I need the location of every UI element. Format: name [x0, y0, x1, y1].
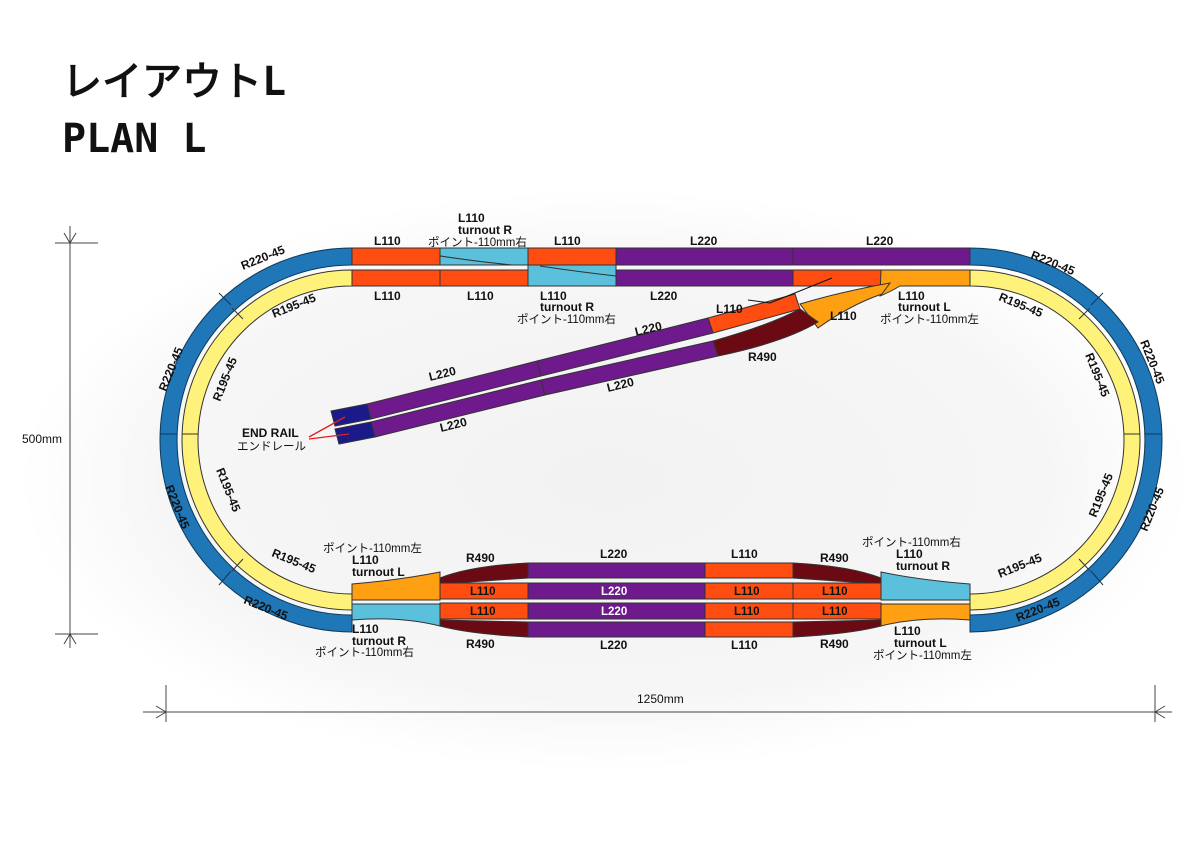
- end-rail-pointer: [308, 416, 346, 438]
- label-l220: L220: [427, 364, 457, 384]
- label-r490: R490: [820, 551, 849, 565]
- right-curve-outer-r220: [969, 247, 1163, 633]
- label-turnout-l: turnout L: [894, 636, 947, 650]
- track-labels: L110 L110 turnout R ポイント-110mm右 L110 L22…: [156, 211, 1168, 662]
- label-l110: L110: [894, 624, 921, 638]
- track-r490: [792, 619, 882, 638]
- label-end-rail-jp: エンドレール: [237, 441, 306, 453]
- label-turnout-r: turnout R: [458, 223, 512, 237]
- track-l110: [527, 247, 617, 266]
- label-r490: R490: [466, 637, 495, 651]
- label-l110: L110: [374, 289, 401, 303]
- outer-loop-r220: [159, 247, 1163, 633]
- turnout-l-bottom-right: [880, 603, 971, 627]
- height-label: 500mm: [22, 432, 62, 446]
- label-r490: R490: [466, 551, 495, 565]
- dimension-height: 500mm: [22, 226, 98, 648]
- track-l110: [704, 621, 794, 638]
- left-curve-outer-r220: [159, 247, 353, 633]
- track-l110: [792, 269, 882, 287]
- label-point-right: ポイント-110mm右: [428, 235, 527, 249]
- label-end-rail: END RAIL: [242, 426, 299, 440]
- label-l110: L110: [734, 586, 760, 598]
- track-l110: [439, 269, 529, 287]
- dimension-width: 1250mm: [143, 685, 1172, 722]
- label-l110: L110: [467, 289, 494, 303]
- label-turnout-l: turnout L: [898, 300, 951, 314]
- label-l110: L110: [470, 586, 496, 598]
- label-point-left: ポイント-110mm左: [873, 648, 972, 662]
- label-l110: L110: [896, 547, 923, 561]
- label-l220: L220: [690, 234, 718, 248]
- track-l110: [351, 269, 441, 287]
- label-l110: L110: [470, 606, 496, 618]
- label-turnout-r: turnout R: [896, 559, 950, 573]
- label-l110: L110: [716, 302, 743, 316]
- label-turnout-l: turnout L: [352, 565, 405, 579]
- track-r490-diagonal: [712, 308, 819, 357]
- turnout-r-top-inner: [527, 264, 617, 287]
- label-l220: L220: [600, 638, 628, 652]
- end-rail-lower: [334, 421, 376, 445]
- label-point-right: ポイント-110mm右: [862, 535, 961, 549]
- label-point-right: ポイント-110mm右: [517, 312, 616, 326]
- label-r490: R490: [820, 637, 849, 651]
- label-l220: L220: [633, 319, 663, 339]
- label-point-left: ポイント-110mm左: [323, 541, 422, 555]
- width-label: 1250mm: [637, 692, 684, 706]
- diagonal-siding: [308, 277, 892, 445]
- label-point-right: ポイント-110mm右: [315, 645, 414, 659]
- label-turnout-r: turnout R: [352, 634, 406, 648]
- label-turnout-r: turnout R: [540, 300, 594, 314]
- end-rail-upper: [330, 403, 372, 427]
- label-l220: L220: [600, 547, 628, 561]
- label-l110: L110: [352, 622, 379, 636]
- label-r490: R490: [748, 350, 777, 364]
- label-l110: L110: [898, 289, 925, 303]
- label-l110: L110: [554, 234, 581, 248]
- label-point-left: ポイント-110mm左: [880, 312, 979, 326]
- label-l220: L220: [601, 586, 627, 598]
- label-l220: L220: [438, 415, 468, 435]
- label-l220: L220: [601, 606, 627, 618]
- label-l110: L110: [830, 309, 857, 323]
- label-l110: L110: [734, 606, 760, 618]
- label-l110: L110: [540, 289, 567, 303]
- track-l220: [527, 621, 706, 638]
- label-l220: L220: [866, 234, 894, 248]
- track-l110: [351, 247, 441, 266]
- top-inner-straight: [351, 264, 971, 297]
- track-l220: [615, 247, 794, 266]
- track-l220: [527, 562, 706, 579]
- title-japanese: レイアウトL: [62, 59, 286, 105]
- label-l110: L110: [731, 547, 758, 561]
- track-l220: [615, 269, 794, 287]
- bottom-yard: [351, 562, 971, 638]
- track-l220: [792, 247, 971, 266]
- label-l110: L110: [822, 606, 848, 618]
- turnout-l-top: [879, 269, 971, 297]
- label-l110: L110: [731, 638, 758, 652]
- label-l110: L110: [352, 553, 379, 567]
- end-rail-pointer: [308, 433, 350, 440]
- label-l220: L220: [605, 375, 635, 395]
- label-l110: L110: [822, 586, 848, 598]
- title-english: PLAN L: [62, 116, 207, 162]
- track-l110: [704, 562, 794, 579]
- label-l110: L110: [458, 211, 485, 225]
- top-outer-straight: [351, 247, 971, 266]
- label-l220: L220: [650, 289, 678, 303]
- turnout-r-bottom-right: [880, 571, 971, 601]
- label-l110: L110: [374, 234, 401, 248]
